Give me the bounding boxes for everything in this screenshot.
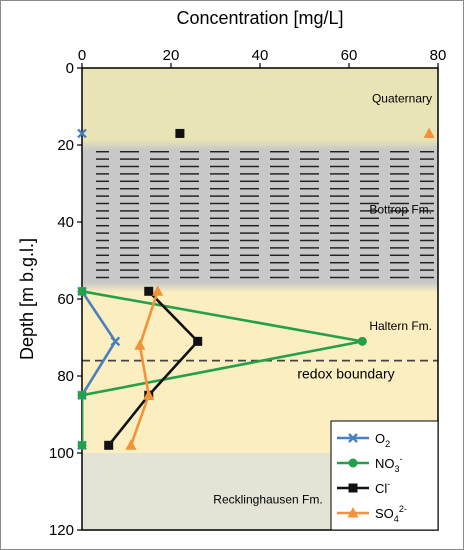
y-tick-label: 80: [57, 368, 74, 385]
layer-label: Bottrop Fm.: [369, 202, 432, 216]
series-so4-2: [125, 127, 435, 450]
legend-marker: [348, 458, 358, 468]
layer-label: Haltern Fm.: [369, 319, 432, 333]
series-line-so4-2: [129, 290, 159, 446]
legend-marker: [348, 433, 358, 443]
legend-label: NO3-: [375, 454, 403, 474]
data-point-so4-2: [143, 389, 155, 400]
legend-marker: [347, 507, 359, 518]
data-point-cl: [193, 336, 203, 346]
x-tick-label: 20: [163, 47, 180, 64]
data-point-so4-2: [423, 127, 435, 138]
data-point-so4-2: [134, 339, 146, 350]
data-point-no3: [357, 336, 367, 346]
legend-label: O2: [375, 431, 390, 449]
x-tick-label: 80: [430, 47, 447, 64]
y-tick-label: 0: [66, 60, 74, 77]
layer-quaternary: [82, 68, 438, 145]
layer-transition: [82, 140, 438, 150]
legend-label: SO42-: [375, 504, 407, 524]
redox-boundary-label: redox boundary: [297, 366, 394, 382]
data-series: [82, 127, 435, 450]
layer-hatching: [96, 151, 434, 284]
x-tick-label: 40: [252, 47, 269, 64]
y-tick-label: 60: [57, 291, 74, 308]
data-point-o2: [110, 336, 121, 347]
data-point-no3: [77, 440, 87, 450]
layer-label: Recklinghausen Fm.: [213, 492, 322, 506]
edge-markers: [77, 128, 87, 451]
layer-transition: [82, 282, 438, 293]
data-point-so4-2: [152, 285, 164, 296]
y-tick-label: 40: [57, 214, 74, 231]
data-point-cl: [175, 128, 185, 138]
data-point-cl: [104, 440, 114, 450]
y-axis-label: Depth [m b.g.l.]: [17, 238, 37, 360]
legend-label: Cl-: [375, 479, 390, 496]
y-tick-label: 100: [49, 445, 74, 462]
data-point-so4-2: [125, 439, 137, 450]
data-point-cl: [144, 286, 154, 296]
series-line-cl: [107, 290, 200, 447]
series-o2: [82, 290, 121, 446]
legend-marker: [348, 483, 358, 493]
x-axis-label: Concentration [mg/L]: [176, 8, 343, 28]
y-axis: 0 20 40 60 80 100 120: [49, 60, 82, 539]
y-tick-label: 20: [57, 137, 74, 154]
x-axis: 0 20 40 60 80: [78, 47, 447, 68]
legend-item-no3: NO3-: [337, 454, 403, 474]
legend-item-o2: O2: [337, 431, 390, 449]
series-line-no3: [82, 290, 363, 446]
y-tick-label: 120: [49, 522, 74, 539]
data-point-no3: [77, 390, 87, 400]
legend-item-so4-2: SO42-: [337, 504, 407, 524]
series-no3: [82, 290, 367, 446]
legend-item-cl: Cl-: [337, 479, 390, 496]
data-point-o2: [77, 128, 87, 139]
layer-label: Quaternary: [372, 92, 432, 106]
x-tick-label: 60: [341, 47, 358, 64]
x-tick-label: 0: [78, 47, 86, 64]
data-point-no3: [77, 286, 87, 296]
series-line-o2: [82, 290, 117, 446]
